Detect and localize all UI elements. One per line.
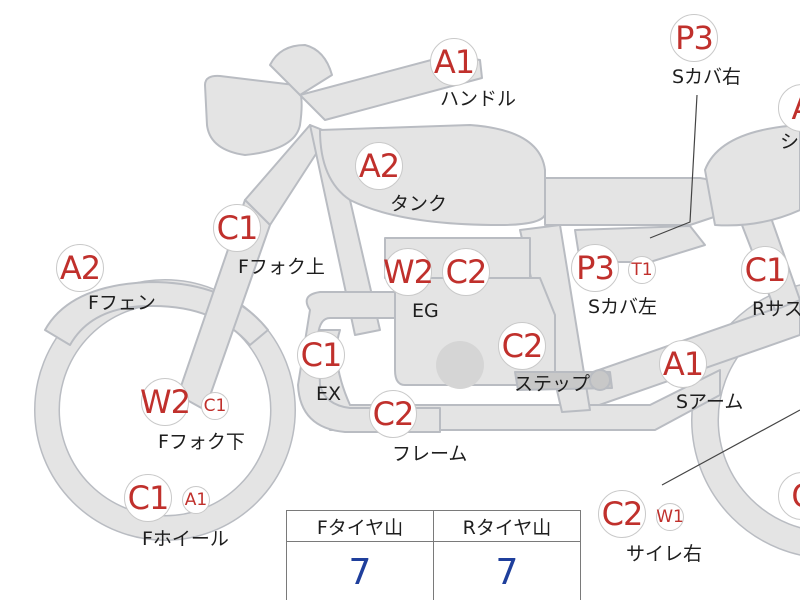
tire-tread-table: Fタイヤ山 Rタイヤ山 7 7 [286,510,581,600]
tank-label: タンク [390,193,448,215]
r-suspension-label: Rサス [752,298,800,320]
f-fork-upper-code-badge: C1 [213,204,261,252]
exhaust-shape [297,291,441,433]
rear-tire-value: 7 [433,541,581,600]
frame-code-badge: C2 [369,390,417,438]
f-wheel-code-badge-small: A1 [182,486,210,514]
step-peg-circle [589,369,611,391]
front-tire-value: 7 [286,541,434,600]
s-cover-right-label: Sカバ右 [672,66,742,88]
s-arm-label: Sアーム [676,391,744,413]
f-fender-label: Fフェン [88,292,156,314]
handle-label: ハンドル [440,88,517,110]
seat-label: シ [780,131,800,153]
s-cover-right-code-badge: P3 [670,14,718,62]
s-arm-code-badge: A1 [659,340,707,388]
silencer-right-code-badge: C2 [598,490,646,538]
step-code-badge: C2 [498,322,546,370]
rear-cowl-shape [704,124,800,227]
tank-code-badge: A2 [355,142,403,190]
exhaust-code-badge: C1 [297,331,345,379]
step-shape [514,371,613,391]
exhaust-label: EX [316,383,342,405]
engine-label: EG [412,300,439,322]
leader-line-silencer [661,409,800,486]
handlebar-shape [269,44,333,96]
front-fork-lower-shape [177,199,271,411]
f-fork-lower-code-badge: W2 [140,378,191,426]
f-fork-lower-label: Fフォク下 [158,431,245,453]
r-suspension-code-badge: C1 [741,246,789,294]
s-cover-left-code-badge: P3 [571,244,619,292]
rear-tire-header: Rタイヤ山 [433,510,581,542]
front-tire-header: Fタイヤ山 [286,510,434,542]
s-cover-left-label: Sカバ左 [588,296,658,318]
f-fork-upper-label: Fフォク上 [238,256,325,278]
f-fork-lower-code-badge-small: C1 [201,392,229,420]
f-wheel-code-badge: C1 [124,474,172,522]
engine-code-badge-2: C2 [442,248,490,296]
f-fender-code-badge: A2 [56,244,104,292]
f-wheel-label: Fホイール [142,528,229,550]
rear-wheel-shape [691,284,800,556]
silencer-right-code-badge-small: W1 [656,503,684,531]
handle-code-badge: A1 [430,38,478,86]
silencer-right-label: サイレ右 [626,543,703,565]
engine-code-badge-1: W2 [383,248,434,296]
step-label: ステップ [514,373,591,395]
seat-shape [544,177,721,226]
s-cover-left-code-badge-small: T1 [628,256,656,284]
leader-line-s-cover-right [649,94,698,239]
headlight-shape [204,74,303,156]
frame-label: フレーム [392,443,468,465]
engine-cover-circle [436,341,484,389]
